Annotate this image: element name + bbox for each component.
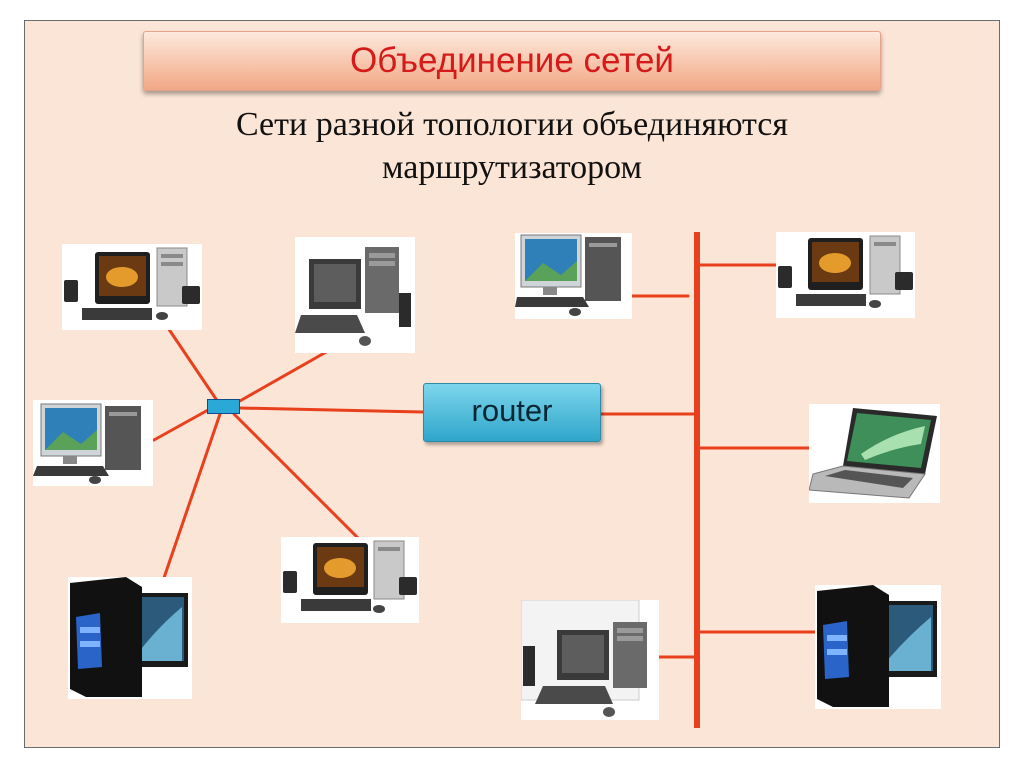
link-hub-router	[238, 406, 425, 414]
desktop-computer-icon	[33, 400, 153, 486]
laptop-icon	[809, 404, 940, 503]
desktop-computer-icon	[776, 232, 915, 318]
desktop-computer-icon	[62, 244, 202, 330]
desktop-computer-icon	[295, 237, 415, 353]
router-label: router	[471, 392, 553, 428]
subtitle-line-2: маршрутизатором	[381, 149, 643, 186]
gaming-tower-icon	[815, 585, 941, 709]
link-star-lower-center	[232, 412, 368, 548]
gaming-tower-icon	[68, 577, 192, 699]
router-box: router	[423, 383, 601, 442]
desktop-computer-icon	[521, 600, 659, 720]
desktop-computer-icon	[281, 537, 419, 623]
desktop-computer-icon	[515, 233, 632, 319]
title-banner: Объединение сетей	[143, 31, 881, 91]
link-star-top-left	[162, 320, 220, 404]
subtitle-line-1: Сети разной топологии объединяются	[235, 106, 789, 143]
slide-title: Объединение сетей	[350, 41, 674, 80]
hub-icon	[207, 399, 240, 414]
link-star-mid-left	[152, 408, 210, 442]
